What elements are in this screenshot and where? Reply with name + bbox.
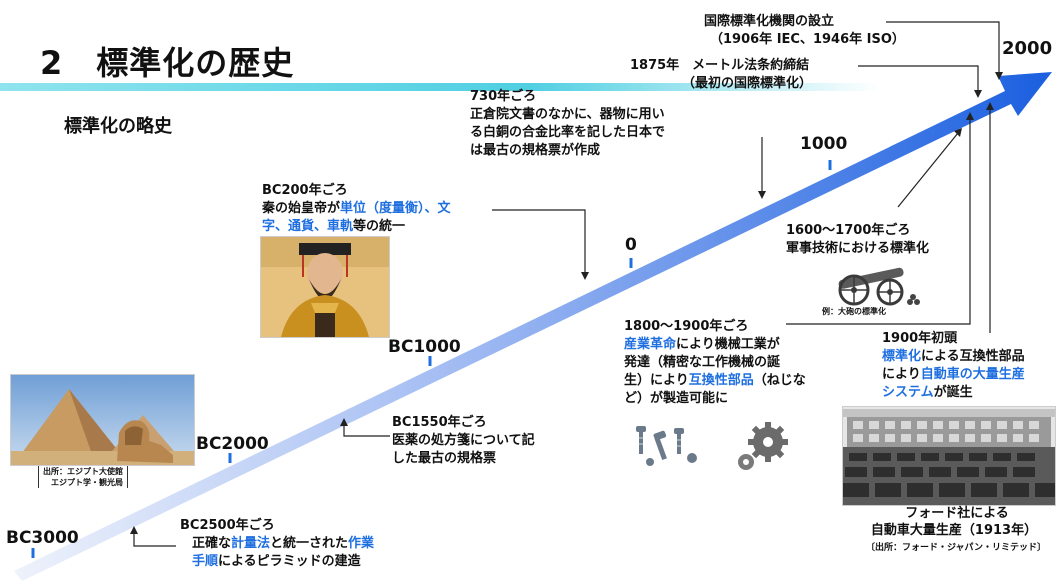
connector-bc2500 [133, 532, 176, 547]
connector-bc200 [492, 209, 586, 274]
ford-caption: フォード社による [905, 506, 1009, 521]
title-bar [0, 83, 880, 91]
event-730: 730年ごろ 正倉院文書のなかに、器物に用い る白銅の合金比率を記した日本で は… [470, 89, 666, 158]
egypt-source: 出所：エジプト大使館 エジプト学・観光局 [38, 466, 128, 488]
event-military: 1600～1700年ごろ 軍事技術における標準化 [786, 223, 930, 256]
event-iso: 国際標準化機関の設立 （1906年 IEC、1946年 ISO） [704, 14, 905, 47]
event-bc1550: BC1550年ごろ 医薬の処方箋について記 した最古の規格票 [392, 415, 535, 466]
connector-military [897, 132, 959, 208]
ford-source: 〔出所：フォード・ジャパン・リミテッド〕 [866, 543, 1047, 553]
cannon-caption: 例：大砲の標準化 [822, 307, 886, 316]
era-label-bc3000: BC3000 [6, 528, 79, 548]
connector-meter [858, 65, 979, 92]
emperor-portrait-image [260, 236, 390, 338]
gear-image [732, 418, 798, 472]
page-title: 2 標準化の歴史 [40, 44, 295, 82]
event-bc200: BC200年ごろ 秦の始皇帝が単位（度量衡）、文 字、通貨、車軌等の統一 [262, 183, 451, 234]
event-bc2500: BC2500年ごろ 正確な計量法と統一された作業 手順によるピラミッドの建造 [180, 518, 375, 569]
era-label-1000: 1000 [800, 134, 848, 154]
event-meter-convention: 1875年 メートル法条約締結 （最初の国際標準化） [630, 58, 813, 91]
event-industrial-revolution: 1800～1900年ごろ 産業革命により機械工業が 発達（精密な工作機械の誕 生… [624, 319, 806, 406]
screws-image [630, 418, 702, 470]
cannon-image [820, 258, 930, 314]
timeline-arrow [14, 72, 1052, 581]
ford-factory-image [842, 406, 1056, 506]
era-label-zero: 0 [625, 235, 637, 255]
connector-industrial [786, 118, 971, 325]
era-label-2000: 2000 [1002, 38, 1053, 59]
page-subtitle: 標準化の略史 [64, 116, 172, 137]
connector-bc1550 [343, 424, 390, 437]
connector-iso [886, 21, 1000, 74]
pyramid-sphinx-image [10, 374, 195, 466]
era-label-bc1000: BC1000 [388, 337, 461, 357]
ford-caption-2: 自動車大量生産（1913年） [870, 523, 1038, 538]
era-label-bc2000: BC2000 [196, 434, 269, 454]
event-early-1900: 1900年初頭 標準化による互換性部品 により自動車の大量生産 システムが誕生 [882, 331, 1025, 400]
